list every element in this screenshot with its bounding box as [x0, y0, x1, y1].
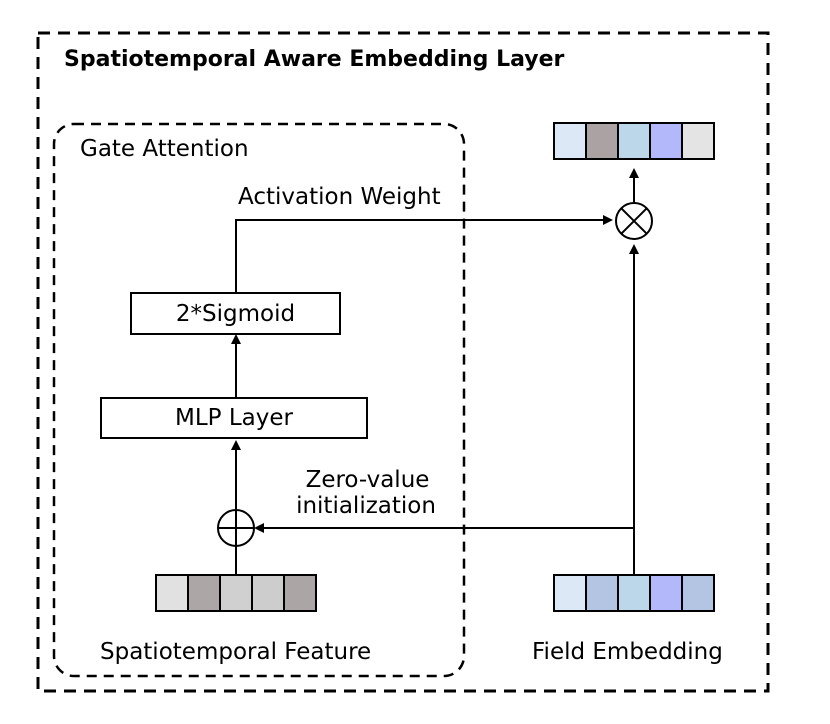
spatio-vector-cell — [155, 574, 189, 612]
zero-init-label-line2: initialization — [296, 493, 436, 519]
output-vector-cell — [649, 122, 683, 160]
sigmoid-box: 2*Sigmoid — [130, 292, 341, 335]
circle-plus-icon — [217, 509, 255, 547]
activation-weight-label: Activation Weight — [238, 184, 441, 210]
field-vector-cell — [681, 574, 715, 612]
layer-title: Spatiotemporal Aware Embedding Layer — [64, 47, 565, 72]
spatiotemporal-feature-vector — [155, 574, 317, 612]
spatio-vector-cell — [251, 574, 285, 612]
field-embedding-label: Field Embedding — [532, 639, 723, 665]
outer-frame — [36, 31, 770, 693]
field-embedding-vector — [553, 574, 715, 612]
field-vector-cell — [585, 574, 619, 612]
output-vector-cell — [553, 122, 587, 160]
mlp-layer-box: MLP Layer — [100, 397, 368, 439]
spatio-vector-cell — [283, 574, 317, 612]
spatio-vector-cell — [187, 574, 221, 612]
gate-attention-frame — [52, 122, 466, 678]
zero-init-label-line1: Zero-value — [305, 467, 430, 493]
gate-attention-title: Gate Attention — [80, 136, 249, 162]
field-vector-cell — [649, 574, 683, 612]
mlp-layer-label: MLP Layer — [175, 405, 293, 431]
spatio-vector-cell — [219, 574, 253, 612]
output-vector-cell — [681, 122, 715, 160]
activation-weight-arrow — [235, 215, 613, 293]
output-embedding-vector — [553, 122, 715, 160]
field-vector-cell — [553, 574, 587, 612]
sigmoid-label: 2*Sigmoid — [175, 300, 296, 327]
field-vector-cell — [617, 574, 651, 612]
spatiotemporal-feature-label: Spatiotemporal Feature — [100, 639, 372, 665]
output-vector-cell — [585, 122, 619, 160]
circle-times-icon — [615, 202, 653, 240]
output-vector-cell — [617, 122, 651, 160]
